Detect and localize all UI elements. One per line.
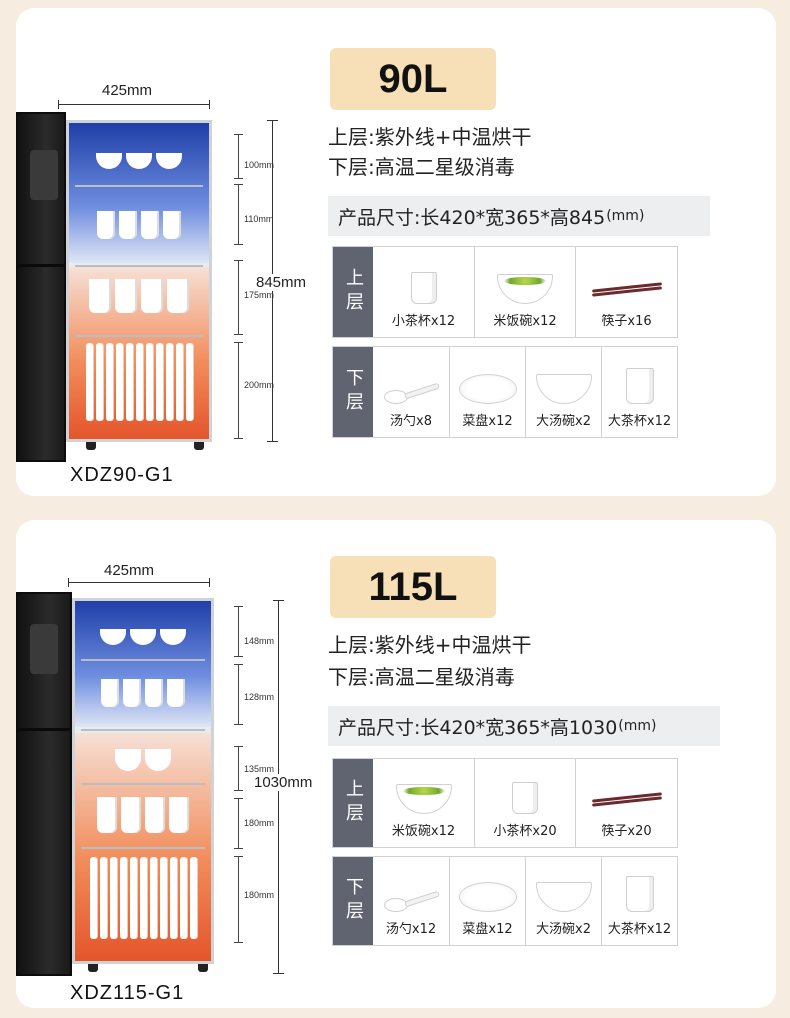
rack-item: 菜盘x12 (449, 857, 525, 945)
rack-item: 汤勺x12 (373, 857, 449, 945)
spoon-icon (384, 382, 438, 404)
rack-item: 筷子x20 (575, 759, 677, 847)
plate-icon (458, 374, 517, 404)
width-dimension-line (68, 578, 210, 587)
door-handle (30, 150, 58, 200)
product-card-90l: 425mm 100mm 110mm (16, 8, 776, 496)
upper-rack-tag: 上层 (333, 247, 373, 337)
door-handle (30, 624, 58, 674)
capacity-badge: 90L (330, 48, 496, 110)
chopsticks-icon (592, 794, 662, 804)
upper-rack-contents: 上层 米饭碗x12 小茶杯x20 筷子x20 (332, 758, 678, 848)
size-spec: 产品尺寸:长420*宽365*高845(mm) (328, 196, 710, 236)
door-seam (18, 264, 64, 267)
cabinet-illustration: 425mm 148mm 128 (16, 520, 346, 1008)
width-dimension-line (58, 100, 210, 109)
model-number: XDZ115-G1 (70, 982, 185, 1004)
cup-icon (625, 368, 654, 404)
rack-item: 小茶杯x20 (474, 759, 575, 847)
cabinet-body (66, 120, 212, 442)
rack-item: 大茶杯x12 (601, 857, 677, 945)
cabinet-illustration: 425mm 100mm 110mm (16, 8, 346, 496)
rack-item: 大汤碗x2 (525, 347, 601, 437)
bowl-icon (497, 274, 553, 304)
rack-item: 菜盘x12 (449, 347, 525, 437)
cup-icon (625, 876, 654, 912)
plate-icon (458, 882, 517, 912)
cabinet-door (16, 112, 66, 462)
rack-item: 米饭碗x12 (474, 247, 575, 337)
uv-chamber (75, 601, 211, 727)
size-spec: 产品尺寸:长420*宽365*高1030(mm) (328, 706, 720, 746)
upper-description: 上层:紫外线+中温烘干 (328, 633, 532, 657)
upper-rack-contents: 上层 小茶杯x12 米饭碗x12 筷子x16 (332, 246, 678, 338)
capacity-badge: 115L (330, 556, 496, 618)
spoon-icon (384, 890, 438, 912)
cup-icon (410, 272, 437, 304)
upper-rack-tag: 上层 (333, 759, 373, 847)
width-label: 425mm (104, 562, 155, 579)
rack-item: 大汤碗x2 (525, 857, 601, 945)
cup-icon (512, 782, 538, 814)
lower-rack-tag: 下层 (333, 347, 373, 437)
rack-item: 大茶杯x12 (601, 347, 677, 437)
rack-item: 小茶杯x12 (373, 247, 474, 337)
cabinet-body (72, 598, 214, 964)
bowl-icon (395, 784, 452, 814)
cabinet-door (16, 592, 72, 976)
lower-rack-tag: 下层 (333, 857, 373, 945)
lower-description: 下层:高温二星级消毒 (328, 665, 515, 689)
bowl-icon (535, 374, 592, 404)
model-number: XDZ90-G1 (70, 464, 174, 486)
upper-description: 上层:紫外线+中温烘干 (328, 125, 532, 149)
bowl-icon (535, 882, 592, 912)
rack-item: 筷子x16 (575, 247, 677, 337)
lower-rack-contents: 下层 汤勺x12 菜盘x12 大汤碗x2 大茶杯x12 (332, 856, 678, 946)
rack-item: 汤勺x8 (373, 347, 449, 437)
chopsticks-icon (592, 284, 662, 294)
lower-description: 下层:高温二星级消毒 (328, 155, 515, 179)
total-height-label: 845mm (256, 274, 307, 291)
door-seam (18, 728, 70, 731)
uv-chamber (69, 123, 209, 263)
width-label: 425mm (102, 82, 153, 99)
total-height-label: 1030mm (254, 774, 313, 791)
product-card-115l: 425mm 148mm 128 (16, 520, 776, 1008)
rack-item: 米饭碗x12 (373, 759, 474, 847)
lower-rack-contents: 下层 汤勺x8 菜盘x12 大汤碗x2 大茶杯x12 (332, 346, 678, 438)
